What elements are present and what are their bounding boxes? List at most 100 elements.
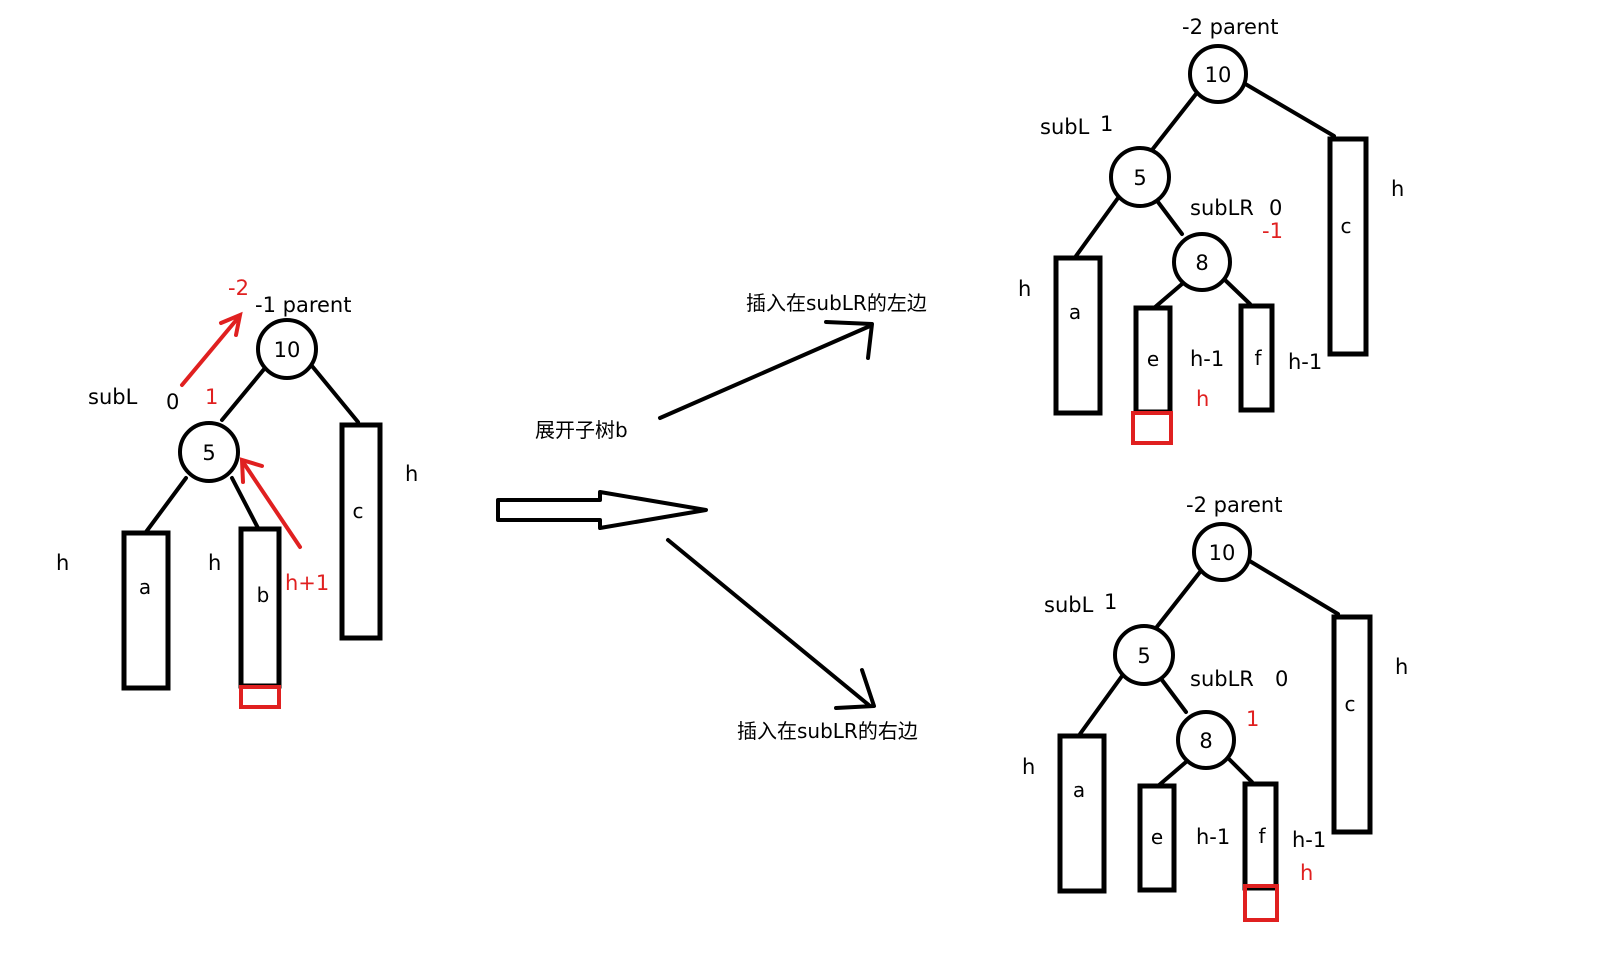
subLR-balance-old: 0: [1275, 667, 1288, 691]
insert-left-label: 插入在subLR的左边: [746, 291, 927, 315]
balance-propagation-arrowhead-subL: [239, 457, 264, 484]
root-parent-label: -1 parent: [255, 293, 351, 317]
arrowhead-to-left-insert: [824, 320, 874, 360]
subtree-e-label: e: [1151, 825, 1163, 849]
height-e: h-1: [1196, 825, 1230, 849]
node-10-label: 10: [274, 338, 301, 362]
subtree-c-label: c: [1345, 692, 1356, 716]
height-f: h-1: [1292, 828, 1326, 852]
subtree-e-label: e: [1147, 347, 1159, 371]
edge-root-c: [1246, 558, 1340, 616]
subtree-c: [339, 422, 383, 641]
node-8: [1172, 232, 1232, 292]
edge-subL-b: [230, 476, 260, 530]
subL-balance: 1: [1104, 590, 1117, 614]
subtree-a-label: a: [1073, 778, 1085, 802]
insert-right-label: 插入在subLR的右边: [737, 719, 918, 743]
height-b-new: h+1: [285, 571, 329, 595]
edge-subLR-f: [1226, 756, 1254, 784]
node-5-label: 5: [202, 441, 215, 465]
subLR-label: subLR: [1190, 667, 1254, 691]
height-c: h: [1395, 655, 1408, 679]
subL-balance-old: 0: [166, 390, 179, 414]
subtree-e: [1137, 783, 1177, 893]
height-c: h: [405, 462, 418, 486]
subtree-c: [1327, 136, 1369, 357]
subtree-f: [1242, 781, 1279, 891]
inserted-node-marker: [239, 685, 281, 709]
subtree-a: [1057, 733, 1107, 894]
height-b: h: [208, 551, 221, 575]
subtree-b-label: b: [257, 583, 270, 607]
node-8-label: 8: [1199, 729, 1212, 753]
node-5-label: 5: [1137, 644, 1150, 668]
balance-propagation-arrowhead-up: [219, 311, 243, 337]
height-c: h: [1391, 177, 1404, 201]
subtree-f-label: f: [1258, 824, 1266, 848]
big-right-arrow: [496, 490, 708, 530]
edge-subLR-e: [1156, 760, 1188, 788]
top-right-tree: 10 5 8 a e f c -2 parent subL 1 subLR 0 …: [1018, 15, 1404, 445]
height-e: h-1: [1190, 347, 1224, 371]
edge-subLR-f: [1223, 278, 1252, 306]
node-5: [1113, 624, 1175, 686]
root-balance-new: -2: [228, 276, 249, 300]
subtree-b: [238, 526, 282, 689]
subtree-a-label: a: [139, 575, 151, 599]
subtree-a: [121, 530, 171, 691]
node-8: [1176, 710, 1236, 770]
inserted-node-marker: [1131, 411, 1173, 445]
edge-subL-subLR: [1156, 200, 1184, 236]
subtree-c-label: c: [353, 499, 364, 523]
edge-root-subL: [220, 366, 267, 422]
arrowhead-to-right-insert: [834, 668, 876, 710]
node-8-label: 8: [1195, 251, 1208, 275]
subtree-a: [1053, 255, 1103, 416]
node-10: [256, 318, 318, 380]
subL-balance-new: 1: [205, 385, 218, 409]
height-f: h-1: [1288, 350, 1322, 374]
inserted-node-marker: [1243, 884, 1279, 922]
subL-label: subL: [1040, 115, 1090, 139]
height-a: h: [1022, 755, 1035, 779]
node-5-label: 5: [1133, 166, 1146, 190]
subtree-f: [1238, 303, 1275, 413]
edge-subL-a: [144, 476, 188, 534]
node-10-label: 10: [1209, 541, 1236, 565]
subtree-c: [1331, 614, 1373, 835]
subLR-label: subLR: [1190, 196, 1254, 220]
subLR-balance-old: 0: [1269, 196, 1282, 220]
subL-label: subL: [88, 385, 138, 409]
height-a: h: [1018, 277, 1031, 301]
edge-root-c: [310, 364, 360, 424]
node-5: [1109, 146, 1171, 208]
edge-root-subL: [1150, 92, 1198, 152]
edge-subL-subLR: [1160, 678, 1188, 714]
subL-label: subL: [1044, 593, 1094, 617]
node-10: [1188, 44, 1248, 104]
root-parent-label: -2 parent: [1182, 15, 1278, 39]
node-5: [178, 421, 240, 483]
node-10: [1192, 522, 1252, 582]
edge-root-c: [1240, 80, 1336, 138]
subtree-c-label: c: [1341, 214, 1352, 238]
edge-root-subL: [1154, 570, 1202, 630]
bottom-right-tree: 10 5 8 a e f c -2 parent subL 1 subLR 0 …: [1022, 493, 1408, 922]
expand-subtree-b-label: 展开子树b: [535, 418, 628, 442]
height-e-new: h: [1196, 387, 1209, 411]
subL-balance: 1: [1100, 112, 1113, 136]
subtree-a-label: a: [1069, 300, 1081, 324]
edge-subL-a: [1074, 196, 1120, 258]
left-tree: 10 5 a b c -2 -1 parent subL 0 1 h h h+1…: [56, 276, 418, 709]
subLR-balance-new: -1: [1262, 219, 1283, 243]
edge-subLR-e: [1152, 282, 1184, 310]
height-a: h: [56, 551, 69, 575]
balance-propagation-arrow-up: [180, 316, 240, 387]
node-10-label: 10: [1205, 63, 1232, 87]
root-parent-label: -2 parent: [1186, 493, 1282, 517]
height-f-new: h: [1300, 861, 1313, 885]
edge-subL-a: [1078, 674, 1124, 736]
arrow-to-left-insert: [658, 324, 872, 420]
arrow-to-right-insert: [666, 538, 872, 708]
